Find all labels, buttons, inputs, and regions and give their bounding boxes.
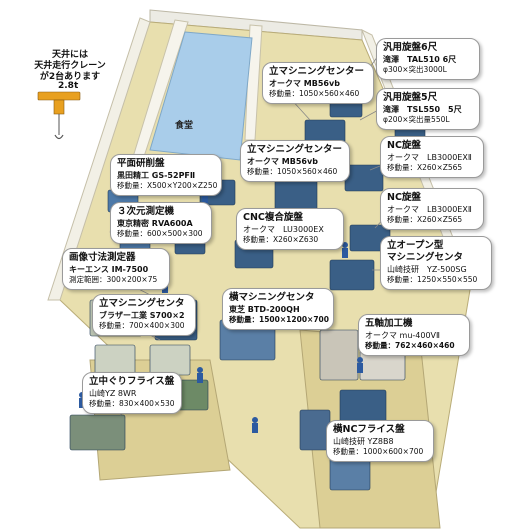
machine-title: 五軸加工機 (365, 318, 413, 329)
crane-capacity: 2.8t (58, 81, 79, 91)
callout-boring: 立中ぐりフライス盤 山崎YZ 8WR 移動量：830×400×530 (82, 372, 182, 414)
machine-model: オークマ mu-400VⅡ (365, 331, 440, 340)
machine-spec: 移動量：830×400×530 (89, 399, 175, 408)
machine-spec: 移動量：700×400×300 (99, 321, 185, 330)
machine-title: 汎用旋盤5尺 (383, 92, 438, 103)
callout-vmc1: 立マシニングセンター オークマ MB56vb 移動量：1050×560×460 (262, 62, 374, 104)
machine-model: 山崎技研 YZ-500SG (387, 265, 467, 274)
callout-cnccombo: CNC複合旋盤 オークマ LU3000EX 移動量：X260×Z630 (236, 208, 344, 250)
machine-title: 立マシニングセンター (247, 144, 343, 155)
machine-spec: φ200×突出量550L (383, 115, 450, 124)
callout-imgmeas: 画像寸法測定器 キーエンス IM-7500 測定範囲：300×200×75 (62, 248, 170, 290)
crane-note: 天井には 天井走行クレーン が2台あります (30, 50, 110, 83)
cafeteria-label: 食堂 (175, 121, 194, 131)
machine-title: CNC複合旋盤 (243, 212, 303, 223)
machine-model: 滝澤 TSL550 5尺 (383, 105, 462, 114)
machine-title: NC旋盤 (387, 192, 421, 203)
callout-openvmc: 立オープン型 マシニングセンタ 山崎技研 YZ-500SG 移動量：1250×5… (380, 236, 492, 290)
crane-note-line: が2台あります (39, 72, 101, 82)
machine-model: オークマ MB56vb (247, 157, 318, 166)
machine-model: 東芝 BTD-200QH (229, 305, 300, 314)
machine-model: オークマ LB3000EXⅡ (387, 153, 472, 162)
callout-vmc3: 立マシニングセンタ ブラザー工業 S700×2 移動量：700×400×300 (92, 294, 196, 336)
callout-lathe6: 汎用旋盤6尺 滝澤 TAL510 6尺 φ300×突出3000L (376, 38, 480, 80)
machine-title: 立オープン型 (387, 240, 444, 251)
machine-spec: 測定範囲：300×200×75 (69, 275, 158, 284)
machine-model: オークマ MB56vb (269, 79, 340, 88)
callout-grinder: 平面研削盤 黒田精工 GS-52PFⅡ 移動量：X500×Y200×Z250 (110, 154, 222, 196)
machine-title: 画像寸法測定器 (69, 252, 136, 263)
callout-nclathe2: NC旋盤 オークマ LB3000EXⅡ 移動量：X260×Z565 (380, 188, 484, 230)
machine-title: ３次元測定機 (117, 206, 175, 217)
machine-title: 横マシニングセンタ (229, 292, 315, 303)
machine-model: 山崎YZ 8WR (89, 389, 137, 398)
machine-spec: 移動量：X260×Z630 (243, 235, 319, 244)
machine-spec: 移動量：1250×550×550 (387, 275, 478, 284)
machine-title: 汎用旋盤6尺 (383, 42, 438, 53)
machine-title: 立マシニングセンタ (99, 298, 185, 309)
callout-fiveaxis: 五軸加工機 オークマ mu-400VⅡ 移動量：762×460×460 (358, 314, 470, 356)
machine-spec: 移動量：1050×560×460 (247, 167, 338, 176)
machine-title: 平面研削盤 (117, 158, 165, 169)
machine-model: 東京精密 RVA600A (117, 219, 193, 228)
callout-nclathe1: NC旋盤 オークマ LB3000EXⅡ 移動量：X260×Z565 (380, 136, 484, 178)
machine-model: キーエンス IM-7500 (69, 265, 149, 274)
machine-spec: 移動量：762×460×460 (365, 341, 455, 350)
callout-vmc2: 立マシニングセンター オークマ MB56vb 移動量：1050×560×460 (240, 140, 350, 182)
machine-spec: 移動量：X260×Z565 (387, 163, 463, 172)
machine-title: マシニングセンタ (387, 252, 464, 263)
machine-spec: 移動量：1500×1200×700 (229, 315, 329, 324)
machine-model: 滝澤 TAL510 6尺 (383, 55, 457, 64)
machine-spec: 移動量：X260×Z565 (387, 215, 463, 224)
machine-spec: 移動量：X500×Y200×Z250 (117, 181, 218, 190)
machine-title: NC旋盤 (387, 140, 421, 151)
machine-title: 立中ぐりフライス盤 (89, 376, 175, 387)
machine-model: 黒田精工 GS-52PFⅡ (117, 171, 196, 180)
machine-spec: 移動量：1000×600×700 (333, 447, 424, 456)
machine-spec: 移動量：600×500×300 (117, 229, 203, 238)
machine-title: 立マシニングセンター (269, 66, 365, 77)
machine-model: 山崎技研 YZ8B8 (333, 437, 394, 446)
machine-spec: φ300×突出3000L (383, 65, 447, 74)
callout-cmm: ３次元測定機 東京精密 RVA600A 移動量：600×500×300 (110, 202, 212, 244)
machine-spec: 移動量：1050×560×460 (269, 89, 360, 98)
machine-model: オークマ LB3000EXⅡ (387, 205, 472, 214)
left-wall (47, 17, 151, 301)
machine-model: ブラザー工業 S700×2 (99, 311, 185, 320)
crane-note-line: 天井走行クレーン (34, 61, 106, 71)
callout-lathe5: 汎用旋盤5尺 滝澤 TSL550 5尺 φ200×突出量550L (376, 88, 480, 130)
machine-model: オークマ LU3000EX (243, 225, 324, 234)
crane-note-line: 天井には (51, 50, 88, 60)
callout-hncmill: 横NCフライス盤 山崎技研 YZ8B8 移動量：1000×600×700 (326, 420, 434, 462)
crane-icon (37, 91, 81, 140)
machine-title: 横NCフライス盤 (333, 424, 405, 435)
callout-hmc: 横マシニングセンタ 東芝 BTD-200QH 移動量：1500×1200×700 (222, 288, 334, 330)
